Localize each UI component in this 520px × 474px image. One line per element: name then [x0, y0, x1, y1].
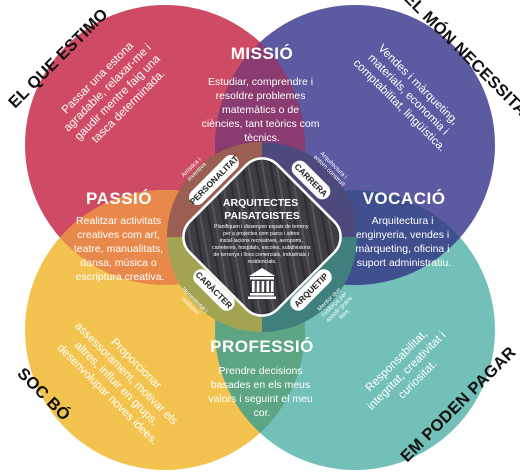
professio-title: PROFESSIÓ [210, 337, 314, 356]
missio-title: MISSIÓ [231, 44, 294, 63]
passio-text: Realitzar activitats creatives com art, … [74, 215, 166, 283]
vocacio-title: VOCACIÓ [363, 189, 446, 208]
vocacio-text: Arquitectura i enginyeria, vendes i màrq… [356, 215, 453, 269]
professio-text: Prendre decisions basades en els meus va… [208, 365, 315, 419]
passio-title: PASSIÓ [86, 189, 152, 208]
center-title: ARQUITECTES PAISATGISTES [223, 197, 301, 222]
column-icon [248, 268, 276, 299]
missio-text: Estudiar, comprendre i resoldre probleme… [202, 76, 323, 144]
center-diamond [182, 157, 342, 317]
center-description: Planifiquen i dissenyen espais de terren… [212, 224, 312, 265]
